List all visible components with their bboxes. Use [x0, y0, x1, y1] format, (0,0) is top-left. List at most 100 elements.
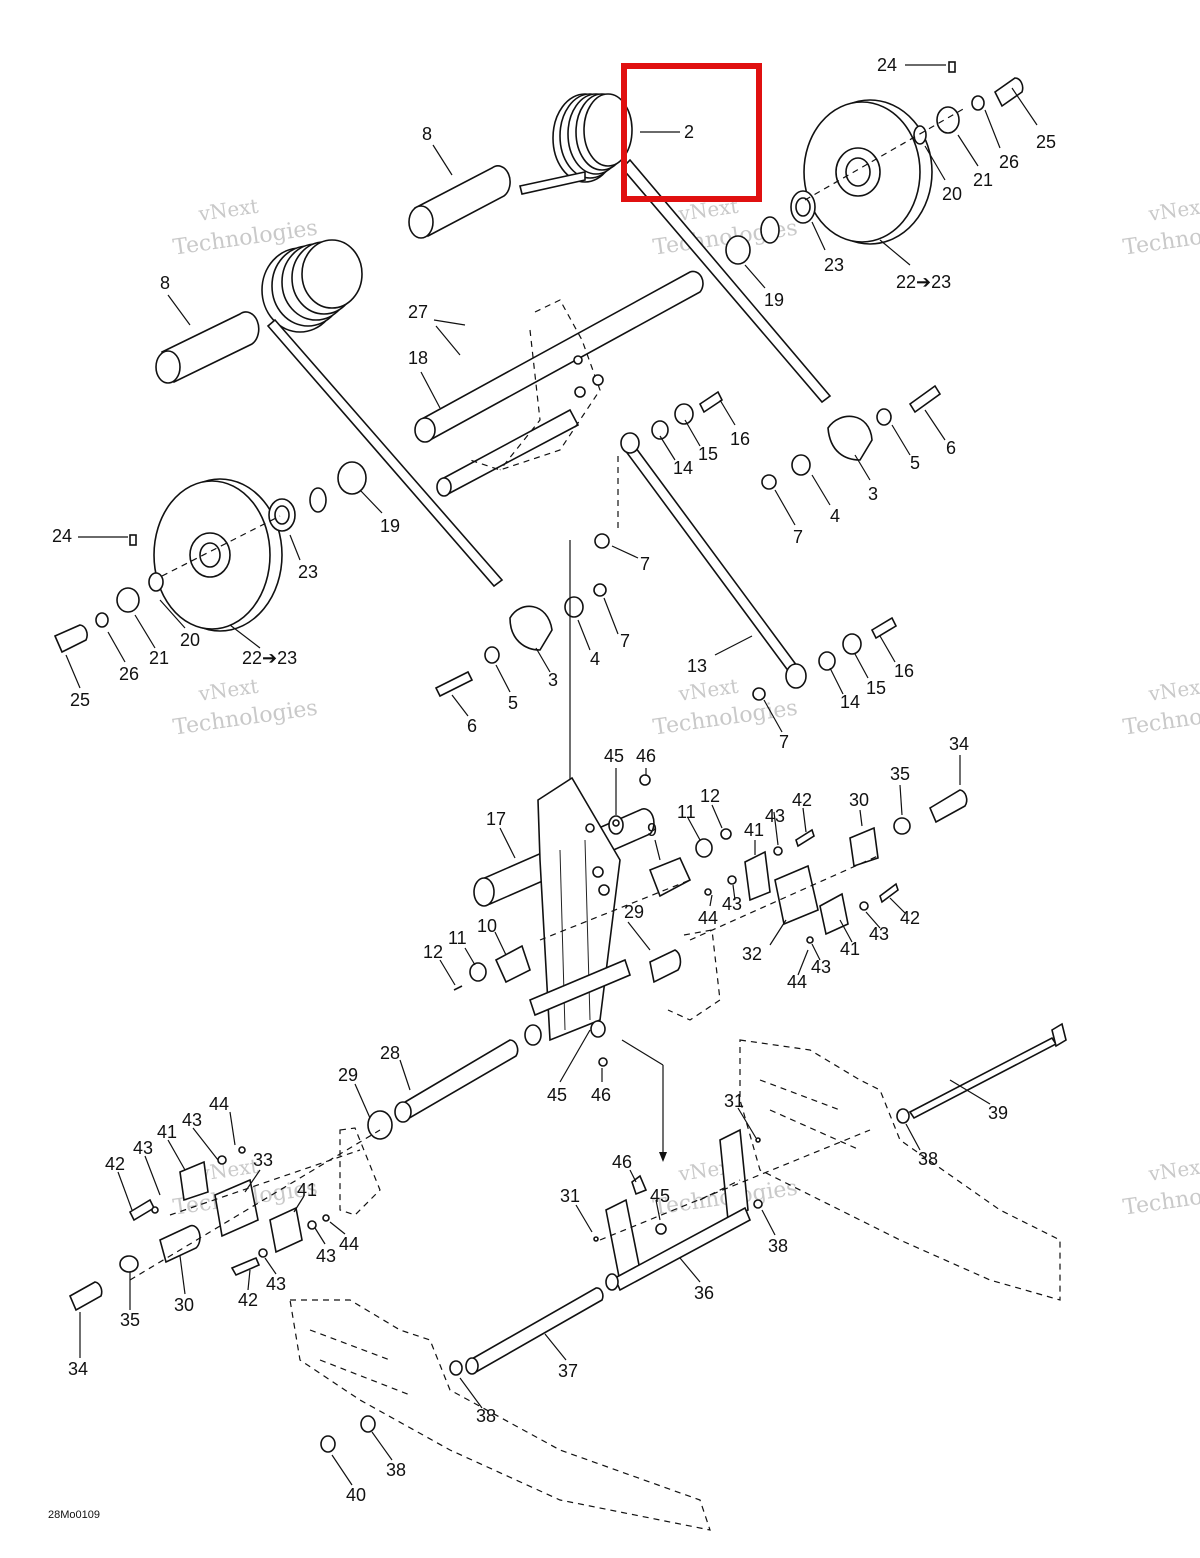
- callout-7: 7: [793, 527, 803, 547]
- callout-45: 45: [650, 1186, 670, 1206]
- callout-25: 25: [1036, 132, 1056, 152]
- callout-18: 18: [408, 348, 428, 368]
- callout-19: 19: [764, 290, 784, 310]
- svg-text:vNext: vNext: [676, 674, 740, 706]
- shaft-37: [449, 1287, 604, 1376]
- callout-38: 38: [476, 1406, 496, 1426]
- shaft-28: [394, 1039, 519, 1123]
- callout-4: 4: [830, 506, 840, 526]
- assembly-line-lower-right: [599, 1129, 871, 1241]
- callout-7: 7: [779, 732, 789, 752]
- drawing-code: 28Mo0109: [48, 1509, 100, 1521]
- callout-28: 28: [380, 1043, 400, 1063]
- callout-30: 30: [849, 790, 869, 810]
- torsion-spring-2: [519, 93, 832, 404]
- svg-text:Technologies: Technologies: [172, 696, 320, 741]
- callout-25: 25: [70, 690, 90, 710]
- hardware-lower-left: [68, 1110, 393, 1312]
- leader-lines: [65, 64, 1038, 1486]
- callout-14: 14: [840, 692, 860, 712]
- svg-text:vNext: vNext: [196, 674, 260, 706]
- cross-shaft-18: [414, 270, 704, 497]
- idler-wheel-left: [53, 461, 367, 654]
- sleeve-8-upper: [408, 165, 511, 239]
- callout-7: 7: [620, 631, 630, 651]
- hardware-upper-middle: [434, 583, 898, 701]
- bushing-19-right: [725, 235, 751, 265]
- callout-2: 2: [684, 122, 694, 142]
- callout-26: 26: [119, 664, 139, 684]
- callout-37: 37: [558, 1361, 578, 1381]
- callout-43: 43: [869, 924, 889, 944]
- callout-46: 46: [591, 1085, 611, 1105]
- torsion-spring-left: [261, 239, 504, 588]
- callout-24: 24: [877, 55, 897, 75]
- callout-41: 41: [744, 820, 764, 840]
- callout-23: 23: [298, 562, 318, 582]
- callout-3: 3: [868, 484, 878, 504]
- callout-44: 44: [209, 1094, 229, 1114]
- callout-20: 20: [180, 630, 200, 650]
- callout-23: 23: [824, 255, 844, 275]
- callout-22-to-23: 22➔23: [242, 648, 297, 668]
- callout-41: 41: [157, 1122, 177, 1142]
- callout-12: 12: [423, 942, 443, 962]
- watermark: vNext Technologies: [172, 674, 320, 741]
- callout-43: 43: [722, 894, 742, 914]
- callout-31: 31: [724, 1091, 744, 1111]
- assembly-line-lower-right-2: [699, 1179, 741, 1201]
- rear-arm-17: [473, 776, 655, 1046]
- slide-rail-right: [739, 1039, 1061, 1301]
- assembly-lines-lower-left: [129, 1129, 381, 1281]
- callout-4: 4: [590, 649, 600, 669]
- callout-44: 44: [339, 1234, 359, 1254]
- callout-43: 43: [811, 957, 831, 977]
- sleeve-8-left: [155, 311, 260, 384]
- callout-6: 6: [467, 716, 477, 736]
- callout-11: 11: [448, 928, 467, 948]
- callout-39: 39: [988, 1103, 1008, 1123]
- watermark: vNext Technologies: [1122, 674, 1200, 741]
- watermarks: vNext Technologies vNext Technologies vN…: [172, 194, 1200, 1221]
- callout-7: 7: [640, 554, 650, 574]
- ring-20-right: [760, 216, 780, 244]
- callout-6: 6: [946, 438, 956, 458]
- callout-19: 19: [380, 516, 400, 536]
- callout-21: 21: [149, 648, 169, 668]
- callout-13: 13: [687, 656, 707, 676]
- svg-text:Technologies: Technologies: [652, 696, 800, 741]
- callout-31: 31: [560, 1186, 580, 1206]
- callout-12: 12: [700, 786, 720, 806]
- callout-8: 8: [160, 273, 170, 293]
- callout-29: 29: [624, 902, 644, 922]
- callout-35: 35: [120, 1310, 140, 1330]
- callout-33: 33: [253, 1150, 273, 1170]
- callout-38: 38: [768, 1236, 788, 1256]
- callout-34: 34: [68, 1359, 88, 1379]
- callout-29: 29: [338, 1065, 358, 1085]
- callout-8: 8: [422, 124, 432, 144]
- callout-45: 45: [604, 746, 624, 766]
- callout-43: 43: [182, 1110, 202, 1130]
- callout-42: 42: [792, 790, 812, 810]
- hardware-middle: [453, 774, 968, 1067]
- callout-30: 30: [174, 1295, 194, 1315]
- callout-14: 14: [673, 458, 693, 478]
- callout-43: 43: [765, 806, 785, 826]
- callout-35: 35: [890, 764, 910, 784]
- callout-5: 5: [508, 693, 518, 713]
- callout-40: 40: [346, 1485, 366, 1505]
- fasteners-lower: [320, 1415, 376, 1453]
- bolt-39: [896, 1022, 1067, 1124]
- callout-27: 27: [408, 302, 428, 322]
- callout-11: 11: [677, 802, 696, 822]
- callout-20: 20: [942, 184, 962, 204]
- svg-text:vNext: vNext: [1146, 194, 1200, 226]
- callout-32: 32: [742, 944, 762, 964]
- watermark: vNext Technologies: [1122, 1154, 1200, 1221]
- callout-21: 21: [973, 170, 993, 190]
- callout-17: 17: [486, 809, 506, 829]
- callout-38: 38: [386, 1460, 406, 1480]
- callout-15: 15: [866, 678, 886, 698]
